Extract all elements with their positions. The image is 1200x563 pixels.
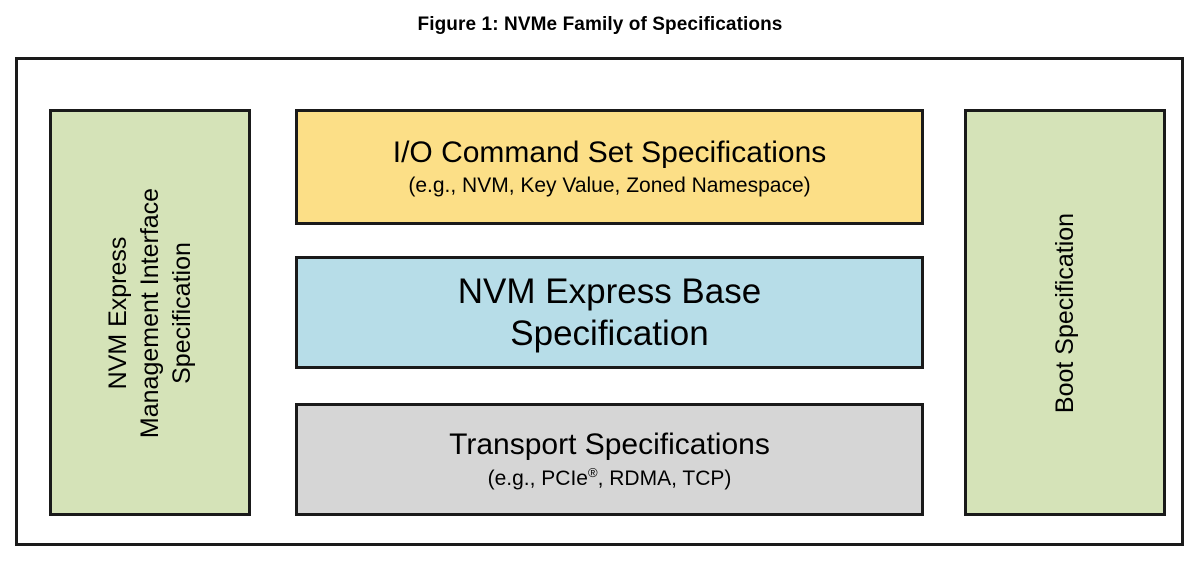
transport-examples-suffix: , RDMA, TCP): [597, 466, 732, 490]
management-spec-line-2: Management Interface: [136, 187, 164, 438]
base-spec-line-1: NVM Express Base: [457, 272, 762, 312]
transport-title: Transport Specifications: [449, 428, 770, 462]
management-spec-line-3: Specification: [168, 241, 196, 384]
spec-box-io-command-set: I/O Command Set Specifications (e.g., NV…: [295, 109, 924, 225]
figure-title: Figure 1: NVMe Family of Specifications: [417, 14, 783, 35]
management-spec-line-1: NVM Express: [104, 236, 132, 389]
spec-box-nvm-express-base: NVM Express Base Specification: [295, 256, 924, 369]
spec-box-nvm-express-management-interface: NVM Express Management Interface Specifi…: [49, 109, 251, 516]
io-command-set-examples: (e.g., NVM, Key Value, Zoned Namespace): [408, 174, 811, 198]
registered-trademark-icon: ®: [588, 464, 598, 480]
boot-spec-line-1: Boot Specification: [1051, 212, 1079, 413]
spec-box-boot: Boot Specification: [964, 109, 1166, 516]
io-command-set-title: I/O Command Set Specifications: [392, 135, 827, 169]
transport-examples: (e.g., PCIe®, RDMA, TCP): [488, 466, 732, 491]
spec-box-transport: Transport Specifications (e.g., PCIe®, R…: [295, 403, 924, 516]
rotated-text-wrapper: Boot Specification: [1049, 212, 1081, 412]
rotated-text-wrapper: NVM Express Management Interface Specifi…: [102, 187, 198, 437]
transport-examples-prefix: (e.g., PCIe: [487, 466, 588, 490]
diagram-frame: NVM Express Management Interface Specifi…: [15, 57, 1184, 546]
base-spec-line-2: Specification: [510, 313, 709, 353]
